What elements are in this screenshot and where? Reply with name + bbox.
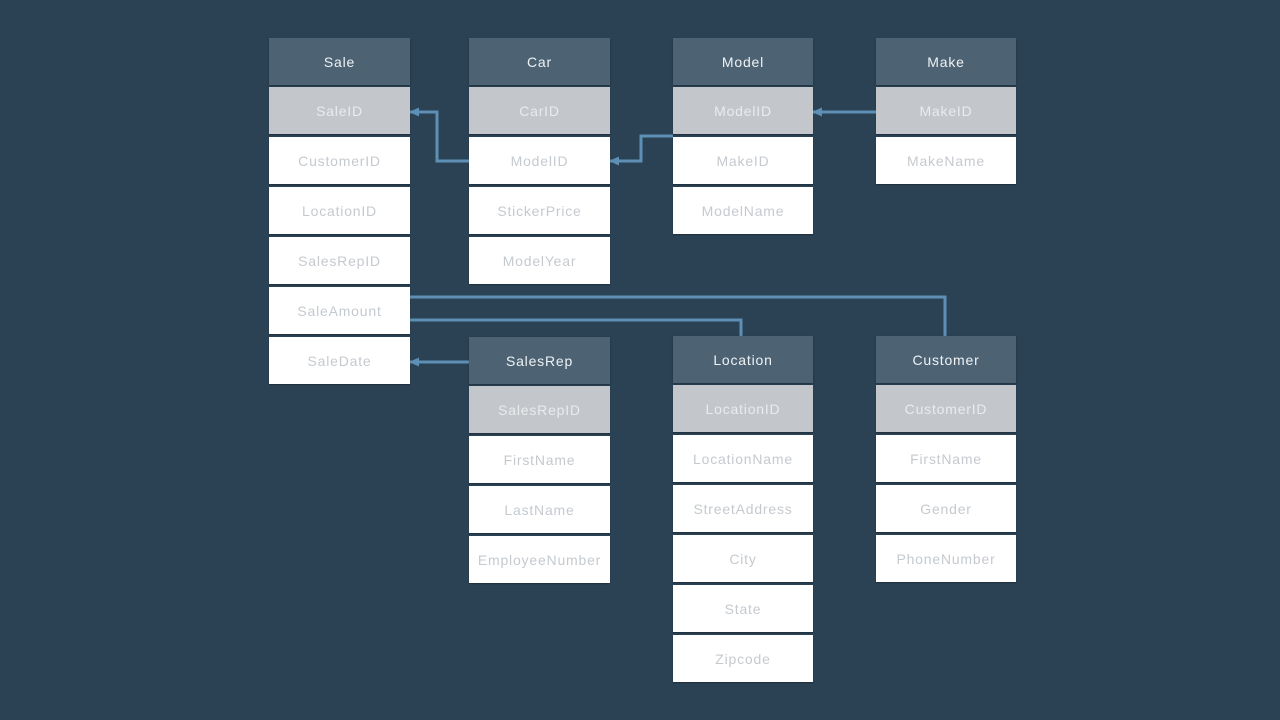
pk-row-salesrepid: SalesRepID: [469, 386, 610, 433]
table-header-customer: Customer: [876, 336, 1016, 383]
field-row-locationname: LocationName: [673, 435, 813, 482]
table-header-make: Make: [876, 38, 1016, 85]
field-row-lastname: LastName: [469, 486, 610, 533]
pk-row-locationid: LocationID: [673, 385, 813, 432]
connector-car-modelid-to-model-modelid: [610, 134, 673, 163]
field-row-city: City: [673, 535, 813, 582]
arrowhead-icon: [609, 156, 619, 166]
field-row-modelname: ModelName: [673, 187, 813, 234]
field-row-modelyear: ModelYear: [469, 237, 610, 284]
pk-row-saleid: SaleID: [269, 87, 410, 134]
field-row-stickerprice: StickerPrice: [469, 187, 610, 234]
field-row-modelid: ModelID: [469, 137, 610, 184]
arrowhead-icon: [409, 107, 419, 117]
table-header-car: Car: [469, 38, 610, 85]
field-row-makeid: MakeID: [673, 137, 813, 184]
pk-row-customerid: CustomerID: [876, 385, 1016, 432]
field-row-phonenumber: PhoneNumber: [876, 535, 1016, 582]
field-row-employeenumber: EmployeeNumber: [469, 536, 610, 583]
field-row-salesrepid: SalesRepID: [269, 237, 410, 284]
pk-row-makeid: MakeID: [876, 87, 1016, 134]
pk-row-carid: CarID: [469, 87, 610, 134]
arrowhead-icon: [409, 357, 419, 367]
table-header-sale: Sale: [269, 38, 410, 85]
field-row-makename: MakeName: [876, 137, 1016, 184]
table-header-location: Location: [673, 336, 813, 383]
field-row-zipcode: Zipcode: [673, 635, 813, 682]
connector-sale-saleid-to-car-modelid: [410, 110, 469, 163]
arrowhead-icon: [812, 107, 822, 117]
table-header-model: Model: [673, 38, 813, 85]
field-row-customerid: CustomerID: [269, 137, 410, 184]
field-row-streetaddress: StreetAddress: [673, 485, 813, 532]
table-header-salesrep: SalesRep: [469, 337, 610, 384]
field-row-firstname: FirstName: [876, 435, 1016, 482]
field-row-firstname: FirstName: [469, 436, 610, 483]
field-row-locationid: LocationID: [269, 187, 410, 234]
pk-row-modelid: ModelID: [673, 87, 813, 134]
connector-sale-customerid-to-customer: [410, 295, 947, 340]
field-row-saledate: SaleDate: [269, 337, 410, 384]
field-row-saleamount: SaleAmount: [269, 287, 410, 334]
field-row-gender: Gender: [876, 485, 1016, 532]
field-row-state: State: [673, 585, 813, 632]
